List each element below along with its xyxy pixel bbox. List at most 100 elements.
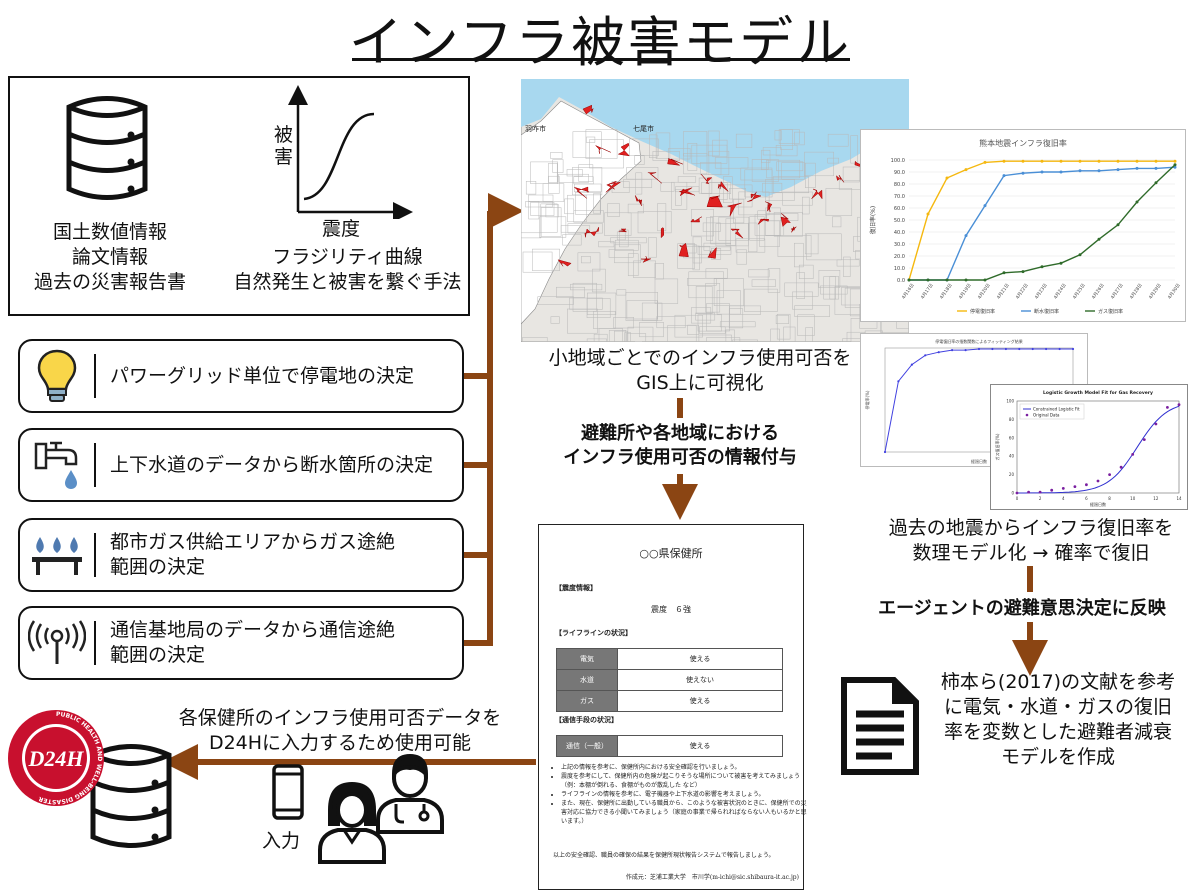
paper-text: 柿本ら(2017)の文献を参考 に電気・水道・ガスの復旧 率を変数とした避難者減…: [924, 670, 1192, 770]
map-region: [805, 162, 816, 188]
map-damaged-area: [717, 180, 729, 192]
x-tick-label: 4月22日: [1015, 282, 1030, 300]
map-region: [827, 157, 839, 164]
data-point: [1097, 237, 1101, 241]
map-region: [698, 334, 732, 342]
lifeline-table: 電気使える 水道使えない ガス使える: [556, 648, 783, 712]
map-region: [820, 285, 848, 295]
y-tick-label: 0: [1011, 491, 1014, 496]
health-center-document: ○○県保健所 【震度情報】 震度 ６強 【ライフラインの状況】 電気使える 水道…: [538, 524, 807, 890]
data-point: [924, 354, 927, 357]
map-region: [635, 172, 643, 195]
map-region: [532, 248, 560, 271]
y-axis-label: 復旧率(%): [869, 206, 877, 234]
map-region: [586, 136, 596, 143]
map-region: [530, 202, 555, 216]
data-point: [1096, 479, 1100, 483]
x-tick-label: 8: [1108, 496, 1111, 501]
map-region: [772, 176, 809, 194]
data-point: [1173, 159, 1177, 163]
map-damaged-area: [647, 172, 663, 184]
d24h-caption-2: D24Hに入力するため使用可能: [208, 732, 472, 754]
map-region: [732, 339, 758, 342]
map-region: [613, 317, 634, 329]
map-region: [736, 249, 747, 265]
y-tick-label: 30.0: [894, 242, 905, 248]
series-line-3: [909, 164, 1176, 281]
x-tick-label: 4月18日: [939, 282, 954, 300]
map-region: [735, 133, 753, 148]
map-region: [677, 243, 695, 269]
data-point: [1078, 253, 1082, 257]
map-damaged-area: [690, 216, 703, 223]
x-tick-label: 4月29日: [1148, 282, 1163, 300]
y-axis-label: ガス復旧率(%): [994, 433, 1000, 460]
data-point: [1135, 200, 1139, 204]
source-3: 過去の災害報告書: [33, 271, 186, 293]
data-point: [964, 168, 968, 172]
y-tick-label: 50.0: [894, 218, 905, 224]
map-region: [842, 338, 872, 342]
data-point: [977, 347, 981, 351]
data-point: [964, 278, 968, 282]
x-tick-label: 4月17日: [920, 282, 935, 300]
map-caption-1: 小地域ごとでのインフラ使用可否を: [548, 347, 852, 369]
info-label-1: 避難所や各地域における: [581, 423, 779, 444]
map-region: [578, 164, 594, 182]
map-region: [728, 308, 744, 329]
doc-intensity: 震度 ６強: [651, 605, 691, 614]
map-region: [611, 181, 630, 193]
map-region: [626, 167, 659, 180]
map-region: [598, 328, 623, 342]
table-row: 通信（一般）使える: [556, 735, 783, 757]
map-damaged-area: [582, 104, 594, 115]
fragility-caption-2: 自然発生と被害を繋ぐ手法: [233, 271, 462, 293]
legend-entry: Constrained Logistic Fit: [1033, 407, 1080, 412]
title-underline: [352, 58, 850, 61]
y-tick-label: 100: [1006, 399, 1014, 404]
map-region: [528, 201, 540, 220]
document-icon: [841, 677, 919, 775]
map-region: [774, 130, 782, 141]
map-region: [614, 330, 628, 342]
paper-text-4: モデルを作成: [1000, 746, 1115, 768]
map-region: [521, 232, 542, 239]
map-region: [688, 271, 724, 299]
doc-title: ○○県保健所: [639, 547, 703, 560]
table-row: ガス使える: [556, 690, 783, 712]
recovery-chart: 熊本地震インフラ復旧率100.090.080.070.060.050.040.0…: [869, 138, 1182, 315]
data-point: [897, 380, 900, 383]
data-point: [1002, 159, 1006, 163]
map-region: [581, 256, 591, 264]
data-point: [945, 176, 949, 180]
map-region: [802, 196, 810, 215]
x-tick-label: 0: [1016, 496, 1019, 501]
x-tick-label: 2: [1039, 496, 1042, 501]
map-region: [522, 337, 548, 342]
x-tick-label: 4月21日: [996, 282, 1011, 300]
map-region: [719, 321, 756, 328]
map-region: [558, 173, 589, 183]
doctor-icon: [376, 753, 444, 834]
map-region: [842, 166, 860, 183]
map-region: [706, 217, 714, 241]
data-point: [1021, 270, 1025, 274]
map-region: [687, 324, 699, 335]
map-region: [647, 237, 657, 258]
map-region: [794, 242, 804, 268]
map-region: [593, 193, 601, 214]
doc-section-1: 【震度情報】: [555, 583, 597, 592]
data-point: [1059, 261, 1063, 265]
rule-power-text: パワーグリッド単位で停電地の決定: [110, 364, 415, 387]
map-region: [586, 298, 611, 318]
map-region: [572, 131, 602, 158]
map-region: [608, 249, 634, 258]
data-point: [937, 351, 940, 354]
map-region: [765, 179, 795, 201]
map-region: [718, 216, 750, 241]
y-tick-label: 60.0: [894, 206, 905, 212]
map-region: [751, 279, 776, 287]
data-point: [910, 363, 913, 366]
data-sources-box: [8, 76, 470, 316]
d24h-caption-1: 各保健所のインフラ使用可否データを: [178, 707, 502, 729]
